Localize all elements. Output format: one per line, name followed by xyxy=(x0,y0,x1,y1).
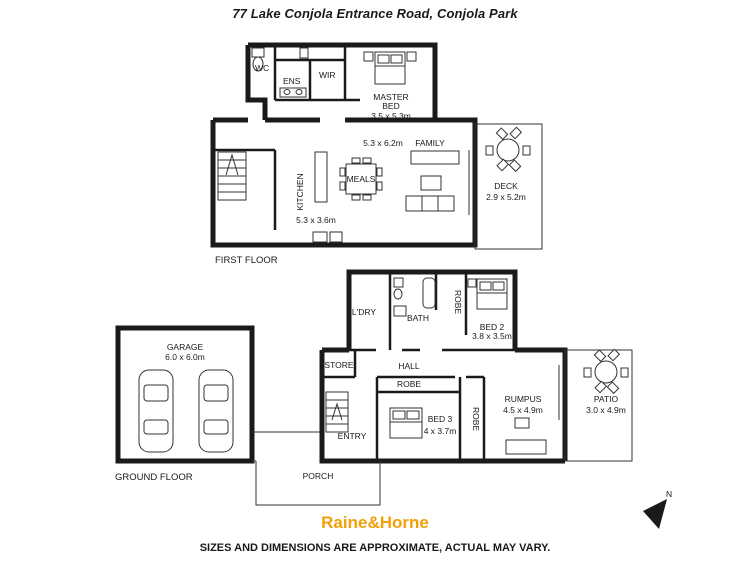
room-label-patio: PATIO xyxy=(594,394,619,404)
room-size-bed2: 3.8 x 3.5m xyxy=(472,331,512,341)
ground-floor-plan: GARAGE 6.0 x 6.0m L'DRY BATH ROBE BED 2 … xyxy=(115,269,633,506)
room-size-kitchen: 5.3 x 3.6m xyxy=(296,215,336,225)
room-label-wc: WC xyxy=(255,63,269,73)
room-size-patio: 3.0 x 4.9m xyxy=(586,405,626,415)
first-floor-caption: FIRST FLOOR xyxy=(215,255,278,266)
compass-label: N xyxy=(666,489,672,499)
room-size-master-bed: 3.5 x 5.3m xyxy=(371,111,411,121)
room-size-family: 5.3 x 6.2m xyxy=(363,138,403,148)
ground-floor-caption: GROUND FLOOR xyxy=(115,472,193,483)
room-label-ens: ENS xyxy=(283,76,301,86)
room-label-rumpus: RUMPUS xyxy=(505,394,542,404)
robe-label-bed3: ROBE xyxy=(397,379,421,389)
room-label-store: STORE xyxy=(324,360,353,370)
room-label-garage: GARAGE xyxy=(167,342,204,352)
robe-label-rumpus: ROBE xyxy=(471,407,481,431)
room-label-entry: ENTRY xyxy=(338,431,367,441)
disclaimer-text: SIZES AND DIMENSIONS ARE APPROXIMATE, AC… xyxy=(199,542,551,554)
robe-label-bed2: ROBE xyxy=(453,290,463,314)
room-label-master-bed-2: BED xyxy=(382,101,399,111)
brand-logo: Raine&Horne xyxy=(0,513,750,533)
room-label-kitchen: KITCHEN xyxy=(295,173,305,210)
room-label-hall: HALL xyxy=(398,361,420,371)
room-label-master-bed: MASTER xyxy=(373,92,408,102)
page-title: 77 Lake Conjola Entrance Road, Conjola P… xyxy=(232,6,518,21)
room-size-deck: 2.9 x 5.2m xyxy=(486,192,526,202)
room-label-bath: BATH xyxy=(407,313,429,323)
room-label-deck: DECK xyxy=(494,181,518,191)
room-label-family: FAMILY xyxy=(415,138,445,148)
room-size-garage: 6.0 x 6.0m xyxy=(165,352,205,362)
room-label-meals: MEALS xyxy=(347,174,376,184)
room-size-rumpus: 4.5 x 4.9m xyxy=(503,405,543,415)
first-floor-plan: WC ENS WIR MASTER BED 3.5 x 5.3m 5.3 x 6… xyxy=(210,42,543,266)
brand-name-part1: Raine xyxy=(321,513,368,532)
room-size-bed3: 4 x 3.7m xyxy=(424,426,457,436)
room-label-porch: PORCH xyxy=(303,471,334,481)
room-label-bed3: BED 3 xyxy=(428,414,453,424)
compass-arrow-icon: N xyxy=(643,489,672,529)
room-label-wir: WIR xyxy=(319,70,336,80)
brand-ampersand: & xyxy=(367,513,380,532)
room-label-bed2: BED 2 xyxy=(480,322,505,332)
brand-name-part2: Horne xyxy=(379,513,429,532)
room-label-ldry: L'DRY xyxy=(352,307,376,317)
